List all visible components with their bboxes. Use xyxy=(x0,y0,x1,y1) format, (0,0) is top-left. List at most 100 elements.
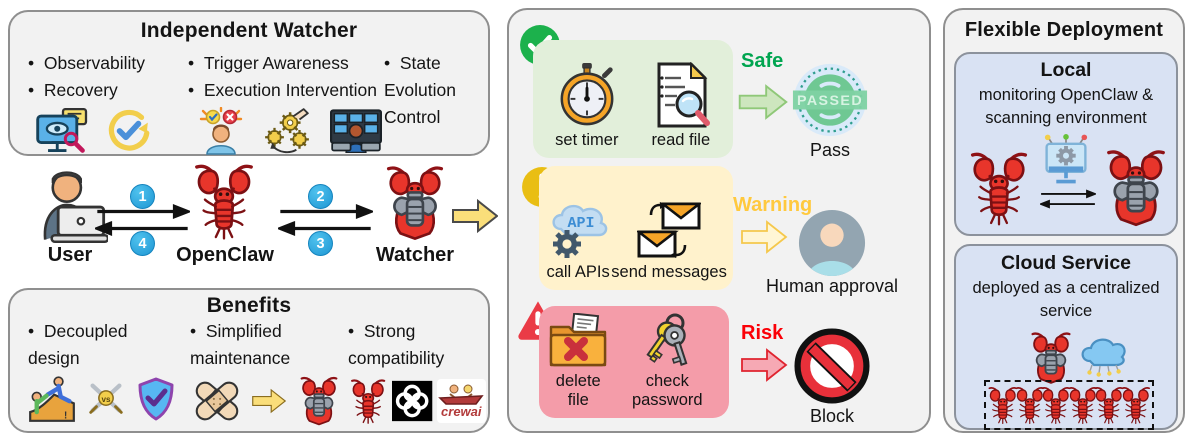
openclaw-label: OpenClaw xyxy=(176,244,274,266)
risk-arrow-icon xyxy=(739,348,789,382)
watcher-feature-col2: Trigger Awareness Execution Intervention xyxy=(188,50,392,155)
svg-text:!: ! xyxy=(64,411,67,422)
benefit-decoupled: Decoupled design ! xyxy=(28,318,178,423)
risk-verdict: Risk xyxy=(741,322,784,344)
benefit-compatibility-label: Strong compatibility xyxy=(348,318,486,372)
user-label: User xyxy=(47,244,93,266)
watcher-label: Watcher xyxy=(375,244,455,266)
benefit-maintenance: Simplified maintenance xyxy=(190,318,350,427)
pass-outcome-label: Pass xyxy=(809,140,851,160)
local-sync-arrows xyxy=(1040,188,1096,210)
keys-icon xyxy=(646,313,688,366)
lobster-fleet-pen xyxy=(984,380,1154,430)
action-send-messages-label: send messages xyxy=(611,263,727,281)
action-send-messages: send messages xyxy=(611,202,727,282)
stopwatch-icon xyxy=(560,63,614,126)
benefits-panel: Benefits Decoupled design ! xyxy=(8,288,490,433)
monitor-gear-icon xyxy=(1044,134,1088,184)
benefit-maintenance-label: Simplified maintenance xyxy=(190,318,350,372)
independent-watcher-title: Independent Watcher xyxy=(140,19,358,42)
recovery-cycle-icon xyxy=(108,109,150,151)
block-outcome-label: Block xyxy=(809,406,854,426)
fleet-lobster-icon xyxy=(1119,384,1153,426)
send-messages-icon xyxy=(637,202,702,258)
cloud-service-description: deployed as a centralized service xyxy=(972,279,1160,320)
independent-watcher-panel: Independent Watcher Observability Recove… xyxy=(8,10,490,156)
safety-check-panel: set timer read file Safe xyxy=(507,8,931,433)
svg-text:API: API xyxy=(568,215,595,232)
warning-arrow-icon xyxy=(739,220,789,254)
vs-swords-icon: vs xyxy=(89,383,123,414)
local-lobster-icon xyxy=(966,146,1032,230)
risk-actions-box: delete file xyxy=(539,306,729,418)
crewai-boat-icon xyxy=(438,384,484,405)
api-cloud-gear-icon: API xyxy=(552,204,608,258)
feature-trigger-awareness: Trigger Awareness xyxy=(188,50,392,77)
cloud-service-title: Cloud Service xyxy=(1000,252,1132,274)
shield-check-icon xyxy=(138,377,174,421)
mini-arrow-icon xyxy=(252,388,286,414)
action-call-apis: API call APIs xyxy=(545,198,611,282)
interaction-flow: User 1 4 OpenClaw 2 3 Watcher xyxy=(0,158,507,286)
user-laptop-icon xyxy=(43,171,108,244)
cloud-icon xyxy=(1081,338,1126,377)
action-delete-file-label: delete file xyxy=(555,372,601,409)
bandage-icon xyxy=(195,381,239,421)
local-watcher-icon xyxy=(1102,146,1170,230)
lobster-icon xyxy=(348,376,388,426)
knot-framework-logo xyxy=(392,380,433,422)
benefits-title: Benefits xyxy=(206,294,292,317)
flow-step-1: 1 xyxy=(138,188,147,205)
svg-text:vs: vs xyxy=(101,395,111,404)
crewai-text: crewai xyxy=(441,404,482,419)
feature-state-evolution-control: State Evolution Control xyxy=(384,50,484,131)
flexible-deployment-panel: Flexible Deployment Local monitoring Ope… xyxy=(943,8,1185,433)
state-control-console-icon xyxy=(330,109,382,153)
action-check-password: check password xyxy=(612,313,723,410)
observability-monitor-icon xyxy=(36,108,88,153)
openclaw-lobster-icon xyxy=(190,158,258,244)
crewai-logo: crewai xyxy=(436,379,486,423)
flow-step-2: 2 xyxy=(316,188,325,205)
flow-step-3-badge: 3 xyxy=(308,231,333,256)
action-set-timer: set timer xyxy=(555,62,618,150)
flow-step-1-badge: 1 xyxy=(130,184,155,209)
armored-lobster-icon xyxy=(294,375,344,427)
block-prohibition-icon xyxy=(794,328,870,404)
action-delete-file: delete file xyxy=(545,313,612,410)
human-approval-label: Human approval xyxy=(765,276,899,296)
action-read-file: read file xyxy=(651,62,711,150)
flow-step-3: 3 xyxy=(316,235,325,252)
passed-stamp-icon: PASSED xyxy=(792,63,868,137)
delete-file-icon xyxy=(550,313,607,367)
read-file-icon xyxy=(657,62,710,128)
svg-text:PASSED: PASSED xyxy=(797,93,863,109)
cloud-watcher-icon xyxy=(1028,330,1074,386)
trigger-awareness-icon xyxy=(199,107,243,155)
flow-step-4: 4 xyxy=(138,235,147,252)
human-avatar-icon xyxy=(798,209,866,277)
action-read-file-label: read file xyxy=(651,131,711,149)
feature-recovery: Recovery xyxy=(28,77,186,104)
flow-step-2-badge: 2 xyxy=(308,184,333,209)
feature-execution-intervention: Execution Intervention xyxy=(188,77,392,104)
safe-verdict: Safe xyxy=(741,50,784,72)
local-title: Local xyxy=(1040,59,1092,81)
safe-actions-box: set timer read file xyxy=(533,40,733,158)
climb-help-icon: ! xyxy=(29,376,75,422)
execution-intervention-gears-icon xyxy=(265,108,309,154)
action-check-password-label: check password xyxy=(631,372,703,409)
benefit-decoupled-label: Decoupled design xyxy=(28,318,178,372)
warning-verdict: Warning xyxy=(733,194,813,216)
benefit-compatibility: Strong compatibility crewai xyxy=(348,318,486,426)
local-deployment-box: Local monitoring OpenClaw & scanning env… xyxy=(954,52,1178,236)
flexible-deployment-title: Flexible Deployment xyxy=(964,19,1164,41)
flow-step-4-badge: 4 xyxy=(130,231,155,256)
warning-actions-box: API call APIs xyxy=(539,166,733,290)
safe-arrow-icon xyxy=(737,84,789,120)
feature-observability: Observability xyxy=(28,50,186,77)
cloud-service-box: Cloud Service deployed as a centralized … xyxy=(954,244,1178,430)
yellow-forward-arrow-icon xyxy=(452,198,498,234)
action-set-timer-label: set timer xyxy=(555,131,619,149)
